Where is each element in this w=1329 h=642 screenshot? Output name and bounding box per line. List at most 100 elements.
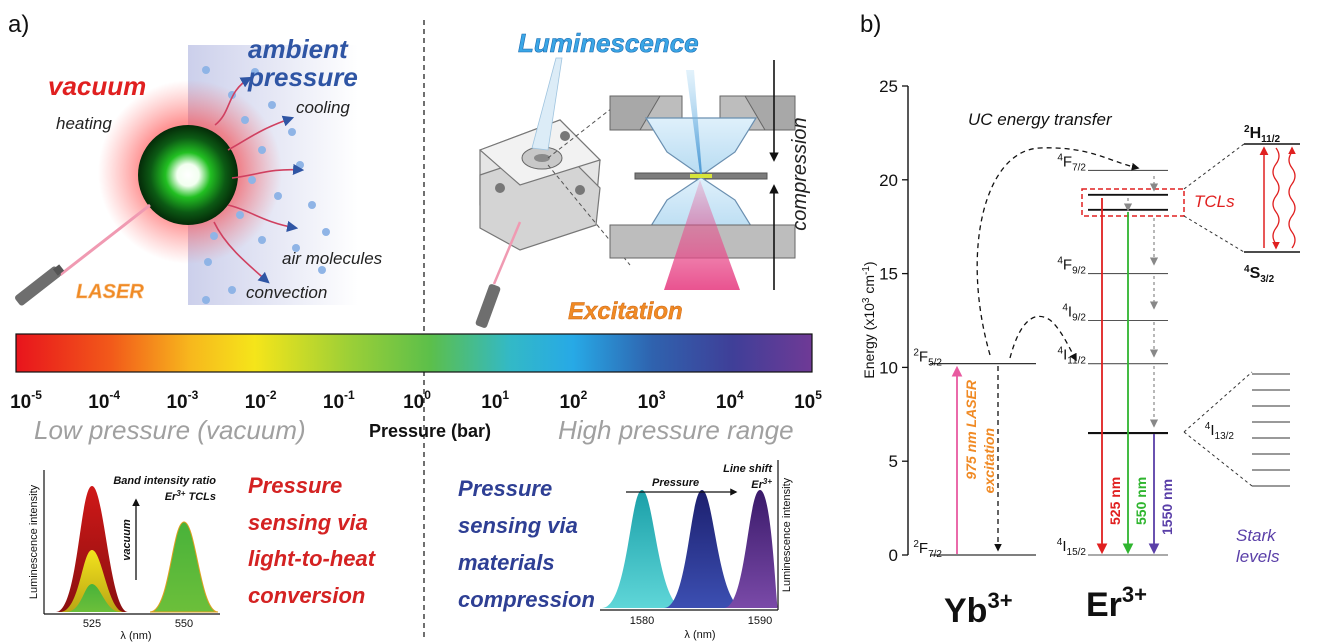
energy-tick-label: 20: [879, 171, 898, 190]
inset-right-peak-2: [664, 490, 744, 608]
er-level-label: 4F7/2: [1057, 152, 1086, 173]
vacuum-label: vacuum: [48, 71, 146, 101]
pressure-tick-label: 10-3: [166, 388, 198, 413]
left-sensing-line3: light-to-heat: [248, 546, 377, 571]
inset-right-spectrum: Luminescence intensity Pressure Line shi…: [600, 460, 793, 641]
emission-label-1550: 1550 nm: [1159, 479, 1175, 535]
pressure-scale-bar: [15, 333, 813, 373]
emission-label-550: 550 nm: [1133, 477, 1149, 525]
excitation-label-line1: 975 nm LASER: [963, 379, 979, 479]
er-nonradiative-arrows: [1123, 176, 1159, 428]
laser-pointer-right: [475, 284, 501, 328]
tcl-s32-label: 4S3/2: [1244, 264, 1275, 285]
er-level-label: 4I15/2: [1057, 537, 1087, 558]
inset-left-xtick-525: 525: [83, 618, 101, 630]
air-molecules-label: air molecules: [282, 249, 383, 268]
pressure-tick-label: 103: [638, 388, 666, 413]
left-sensing-text: Pressure sensing via light-to-heat conve…: [248, 473, 377, 608]
high-pressure-label: High pressure range: [558, 415, 794, 445]
convection-label: convection: [246, 283, 327, 302]
inset-left-peak-red: [56, 486, 128, 612]
tcl-zoom-line-bottom: [1183, 215, 1245, 253]
inset-left-ylabel: Luminescence intensity: [28, 484, 40, 599]
energy-levels: 2F5/22F7/24F7/24F9/24I9/24I11/24I13/24I1…: [913, 152, 1234, 560]
right-sensing-text: Pressure sensing via materials compressi…: [458, 476, 595, 612]
yb-ion-label: Yb3+: [944, 588, 1013, 630]
er-level-label: 4I13/2: [1205, 421, 1235, 442]
laser-label: LASER: [76, 281, 144, 303]
pressure-tick-label: 10-5: [10, 388, 42, 413]
tcl-box: [1081, 188, 1185, 217]
energy-tick-label: 10: [879, 358, 898, 377]
pressure-tick-label: 101: [481, 388, 509, 413]
pressure-tick-label: 100: [403, 388, 431, 413]
inset-left-arrow-label: vacuum: [121, 519, 133, 561]
stark-label-line1: Stark: [1236, 526, 1277, 545]
compression-label: compression: [789, 117, 811, 230]
er-level-label: 4F9/2: [1057, 256, 1086, 277]
stark-levels: Stark levels: [1183, 371, 1290, 566]
ambient-label-line2: pressure: [247, 62, 358, 92]
right-sensing-line2: sensing via: [458, 513, 578, 538]
panel-a: a): [8, 11, 822, 642]
laser-pointer-left: [15, 264, 65, 306]
left-sensing-line1: Pressure: [248, 473, 342, 498]
uc-transfer-curve-1: [1009, 315, 1077, 362]
er-level-label: 4I11/2: [1058, 346, 1087, 367]
uc-transfer-label: UC energy transfer: [968, 110, 1113, 129]
inset-left-xlabel: λ (nm): [120, 630, 151, 642]
laser-beam-right: [492, 221, 522, 285]
low-pressure-label: Low pressure (vacuum): [34, 415, 306, 445]
energy-tick-label: 15: [879, 265, 898, 284]
left-sensing-line2: sensing via: [248, 510, 368, 535]
right-sensing-line4: compression: [458, 587, 595, 612]
pressure-tick-label: 10-2: [245, 388, 277, 413]
left-sensing-line4: conversion: [248, 583, 365, 608]
inset-left-title: Band intensity ratio: [113, 475, 216, 487]
luminescence-label: Luminescence: [518, 28, 699, 58]
energy-tick-label: 5: [889, 452, 898, 471]
tcl-label: TCLs: [1194, 192, 1235, 211]
uc-transfer-curve-2: [976, 147, 1140, 356]
energy-tick-label: 0: [889, 546, 898, 565]
tcl-detail: 2H11/2 4S3/2: [1244, 124, 1300, 285]
heating-label: heating: [56, 114, 112, 133]
inset-right-peak-1: [602, 490, 684, 608]
right-sensing-line1: Pressure: [458, 476, 552, 501]
pressure-tick-label: 10-4: [88, 388, 120, 413]
inset-right-xtick-1590: 1590: [748, 615, 772, 627]
inset-right-subtitle: Er3+: [751, 477, 772, 491]
panel-b-label: b): [860, 11, 881, 38]
yb-level-label: 2F7/2: [913, 539, 942, 560]
inset-left-peak-550: [149, 521, 219, 613]
inset-left-peak-yellow: [60, 550, 124, 612]
inset-right-arrow-label: Pressure: [652, 477, 699, 489]
inset-right-xlabel: λ (nm): [684, 629, 715, 641]
energy-axis-label: Energy (x103 cm-1): [861, 261, 877, 378]
excitation-label-line2: excitation: [981, 428, 997, 493]
stark-label-line2: levels: [1236, 547, 1280, 566]
inset-left-spectrum: Luminescence intensity vacuum Band inten…: [28, 470, 220, 642]
inset-left-xtick-550: 550: [175, 618, 193, 630]
laser-beam: [59, 203, 151, 277]
inset-left-subtitle: Er3+ TCLs: [165, 489, 216, 503]
inset-right-ylabel: Luminescence intensity: [781, 477, 793, 592]
tcl-h11-label: 2H11/2: [1244, 124, 1280, 145]
emission-label-525: 525 nm: [1107, 477, 1123, 525]
er-ion-label: Er3+: [1086, 582, 1147, 624]
pressure-tick-label: 105: [794, 388, 822, 413]
inset-right-peak-3: [724, 490, 778, 608]
cooling-label: cooling: [296, 98, 350, 117]
dac-cell-sketch: [478, 57, 602, 251]
right-sensing-line3: materials: [458, 550, 555, 575]
tcl-zoom-line-top: [1183, 143, 1245, 190]
convection-arrows: [213, 76, 305, 284]
diamond-anvil-detail: [609, 70, 796, 290]
er-level-label: 4I9/2: [1062, 303, 1086, 324]
pressure-tick-label: 104: [716, 388, 744, 413]
inset-left-peak-green: [66, 584, 120, 612]
pressure-tick-label: 10-1: [323, 388, 355, 413]
